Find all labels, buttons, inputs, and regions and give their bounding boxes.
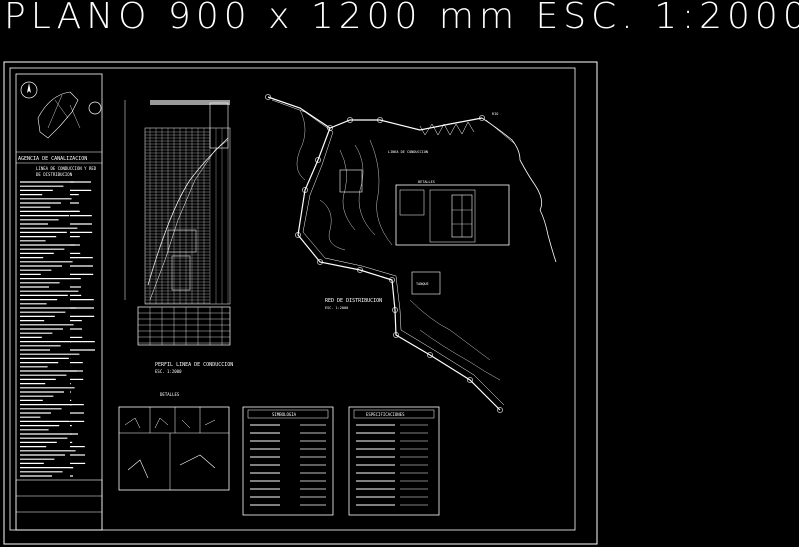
details-title: DETALLES xyxy=(160,392,180,397)
location-map xyxy=(37,91,79,139)
profile-drawing: PERFIL LINEA DE CONDUCCION ESC. 1:2000 xyxy=(124,100,233,374)
red-label: RED DE DISTRIBUCION xyxy=(325,298,382,304)
panel-text-lines xyxy=(20,181,95,477)
sheet-border xyxy=(3,61,598,545)
red-scale: ESC. 1:2000 xyxy=(325,306,348,310)
panel-heading: AGENCIA DE CANALIZACION xyxy=(18,156,87,162)
profile-table xyxy=(137,306,231,346)
project-line-2: DE DISTRIBUCION xyxy=(36,172,73,177)
pipeline-plan: TANQUE DETALLES LINEA DE CONDUCCION RIO … xyxy=(265,94,557,413)
legend-box: SIMBOLOGIA xyxy=(242,406,334,516)
tank-label: TANQUE xyxy=(416,282,429,286)
title-block-panel: AGENCIA DE CANALIZACION LINEA DE CONDUCC… xyxy=(15,73,103,531)
notes-title: ESPECIFICACIONES xyxy=(366,412,405,417)
notes-box: ESPECIFICACIONES xyxy=(348,406,440,516)
upper-line-label: LINEA DE CONDUCCION xyxy=(388,150,428,154)
river xyxy=(481,117,557,263)
inner-border xyxy=(9,67,576,531)
profile-scale: ESC. 1:2000 xyxy=(155,369,182,374)
drawing-title: PLANO 900 x 1200 mm ESC. 1:2000 xyxy=(4,0,799,37)
legend-title: SIMBOLOGIA xyxy=(272,412,297,417)
details-box: DETALLES xyxy=(118,392,230,491)
project-line-1: LINEA DE CONDUCCION Y RED xyxy=(36,166,97,171)
detail-label: DETALLES xyxy=(418,180,435,184)
river-label: RIO xyxy=(492,112,498,116)
north-arrow-icon xyxy=(20,81,38,99)
profile-title: PERFIL LINEA DE CONDUCCION xyxy=(155,362,233,368)
